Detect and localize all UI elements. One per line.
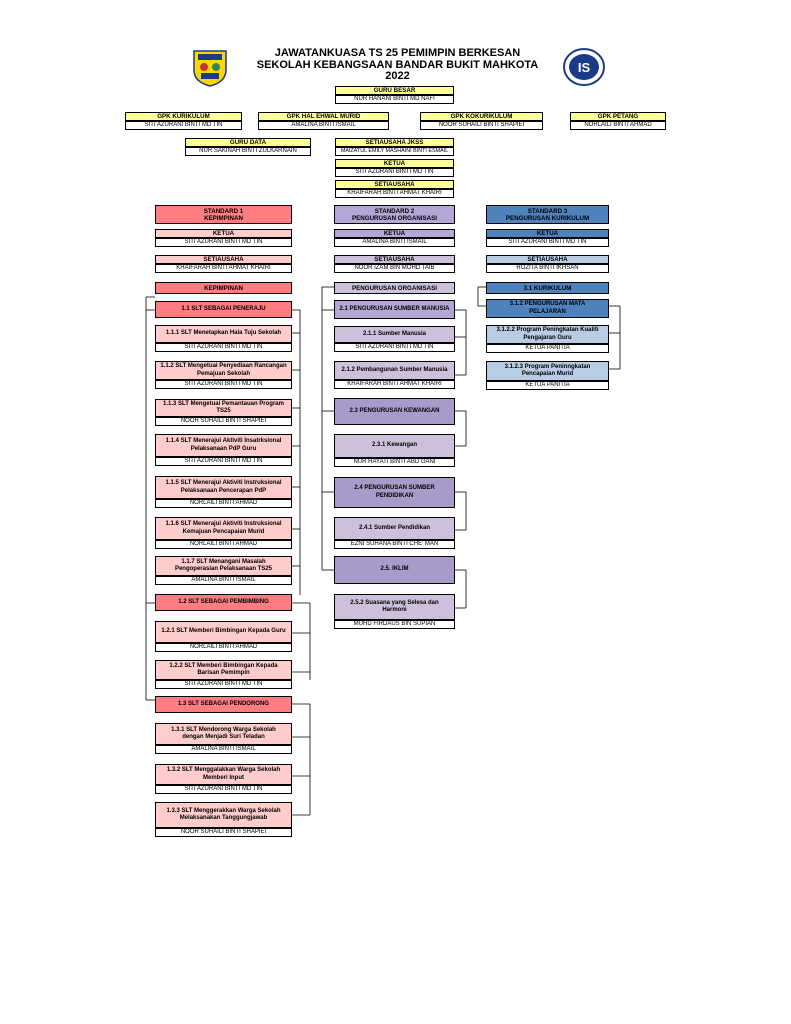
std2-2-3-1: 2.3.1 Kewangan [334, 434, 455, 458]
svg-text:IS: IS [578, 60, 591, 75]
guru-data-role: GURU DATA [185, 138, 311, 147]
std1-1-1-7-name: AMALINA BINTI ISMAIL [155, 576, 292, 585]
setiausaha-jkss-role: SETIAUSAHA JKSS [335, 138, 454, 147]
std2-2-3-1-name: NUR HAYATI BINTI ABD GANI [334, 458, 455, 467]
std1-1-2-2: 1.2.2 SLT Memberi Bimbingan Kepada Baris… [155, 660, 292, 680]
std1-1-3-2: 1.3.2 SLT Menggalakkan Warga Sekolah Mem… [155, 764, 292, 785]
std2-2-1-2-name: KHAIFARAH BINTI AHMAT KHAIRI [334, 380, 455, 389]
std1-1-3-3-name: NOOR SUHAILI BINTI SHAPIEI [155, 828, 292, 837]
std2-setiausaha-name: NOOR IZAM BIN MOHD TAIB [334, 264, 455, 273]
std1-1-1-5-name: NORLAILI BINTI AHMAD [155, 499, 292, 508]
std3-3-1-2-3: 3.1.2.3 Program Peninngkatan Pencapaian … [486, 361, 609, 381]
ministry-logo: IS [563, 48, 605, 86]
setiausaha-name: KHAIFARAH BINTI AHMAT KHAIRI [335, 189, 454, 198]
standard1-title: STANDARD 1 KEPIMPINAN [155, 205, 292, 224]
setiausaha-role: SETIAUSAHA [335, 180, 454, 189]
std2-2-1: 2.1 PENGURUSAN SUMBER MANUSIA [334, 300, 455, 319]
std1-1-3-1: 1.3.1 SLT Mendorong Warga Sekolah dengan… [155, 723, 292, 745]
std1-1-3-3: 1.3.3 SLT Menggerakkan Warga Sekolah Mel… [155, 802, 292, 828]
std1-setiausaha-label: SETIAUSAHA [155, 255, 292, 264]
std3-3-1-2-2: 3.1.2.2 Program Peningkatan Kualiti Peng… [486, 325, 609, 344]
std1-area-kepimpinan: KEPIMPINAN [155, 282, 292, 294]
std2-2-1-2: 2.1.2 Pembangunan Sumber Manusia [334, 361, 455, 380]
std3-3-1-2-3-name: KETUA PANITIA [486, 381, 609, 390]
std1-1-1-3-name: NOOR SUHAILI BINTI SHAPIEI [155, 417, 292, 426]
school-crest-logo [190, 48, 230, 88]
std3-3-1-2-2-name: KETUA PANITIA [486, 344, 609, 353]
title-line2: SEKOLAH KEBANGSAAN BANDAR BUKIT MAHKOTA [256, 58, 539, 71]
ketua-name: SITI AZURANI BINTI MD TIN [335, 168, 454, 177]
std2-ketua-label: KETUA [334, 229, 455, 238]
std1-1-3: 1.3 SLT SEBAGAI PENDORONG [155, 696, 292, 713]
std1-1-1-3: 1.1.3 SLT Mengetuai Pemantauan Program T… [155, 399, 292, 417]
std2-2-5-2: 2.5.2 Suasana yang Selesa dan Harmoni [334, 594, 455, 620]
std1-1-1-6: 1.1.6 SLT Menerajui Aktiviti Instruksion… [155, 517, 292, 540]
std2-2-1-1: 2.1.1 Sumber Manusia [334, 326, 455, 343]
setiausaha-jkss-name: MAIZATUL EMILY MASHAINI BINTI ESMAIL [335, 147, 454, 156]
std2-ketua-name: AMALINA BINTI ISMAIL [334, 238, 455, 247]
std2-2-5: 2.5. IKLIM [334, 556, 455, 584]
std1-1-1: 1.1 SLT SEBAGAI PENERAJU [155, 301, 292, 318]
title-line3: 2022 [385, 70, 410, 82]
std1-ketua-name: SITI AZURANI BINTI MD TIN [155, 238, 292, 247]
ketua-role: KETUA [335, 159, 454, 168]
std2-2-1-1-name: SITI AZURANI BINTI MD TIN [334, 343, 455, 352]
std2-2-3: 2.3 PENGURUSAN KEWANGAN [334, 398, 455, 425]
std1-1-2-2-name: SITI AZURANI BINTI MD TIN [155, 680, 292, 689]
page-title: JAWATANKUASA TS 25 PEMIMPIN BERKESAN SEK… [225, 47, 570, 83]
std1-1-2: 1.2 SLT SEBAGAI PEMBIMBING [155, 594, 292, 611]
std3-setiausaha-name: ROZITA BINTI IKHSAN [486, 264, 609, 273]
guru-data-name: NUR SAKINAH BINTI ZULKARNAIN [185, 147, 311, 156]
gpk-petang-role: GPK PETANG [570, 112, 666, 121]
standard2-title: STANDARD 2 PENGURUSAN ORGANISASI [334, 205, 455, 224]
std1-setiausaha-name: KHAIFARAH BINTI AHMAT KHAIRI [155, 264, 292, 273]
std1-1-1-1-name: SITI AZURANI BINTI MD TIN [155, 343, 292, 352]
guru-besar-role: GURU BESAR [335, 86, 454, 95]
std1-1-2-1-name: NORLAILI BINTI AHMAD [155, 643, 292, 652]
std1-1-3-1-name: AMALINA BINTI ISMAIL [155, 745, 292, 754]
std3-setiausaha-label: SETIAUSAHA [486, 255, 609, 264]
std2-2-4: 2.4 PENGURUSAN SUMBER PENDIDIKAN [334, 477, 455, 508]
std1-1-1-1: 1.1.1 SLT Menetapkan Hala Tuju Sekolah [155, 325, 292, 343]
std2-2-5-2-name: MUHD FIRDAUS BIN SUPIAN [334, 620, 455, 629]
std3-ketua-label: KETUA [486, 229, 609, 238]
std3-3-1-2: 3.1.2 PENGURUSAN MATA PELAJARAN [486, 299, 609, 318]
std1-1-1-5: 1.1.5 SLT Menerajui Aktiviti Instruksion… [155, 476, 292, 499]
std1-1-1-6-name: NORLAILI BINTI AHMAD [155, 540, 292, 549]
gpk-kurikulum-role: GPK KURIKULUM [125, 112, 242, 121]
std2-2-4-1: 2.4.1 Sumber Pendidikan [334, 517, 455, 540]
guru-besar-name: NUR HANANI BINTI MD NAFI [335, 95, 454, 104]
std1-1-3-2-name: SITI AZURANI BINTI MD TIN [155, 785, 292, 794]
std1-1-1-7: 1.1.7 SLT Menangani Masalah Pengoperasia… [155, 556, 292, 576]
gpk-hem-name: AMALINA BINTI ISMAIL [258, 121, 389, 130]
title-line1: JAWATANKUASA TS 25 PEMIMPIN BERKESAN [274, 47, 521, 59]
std1-1-2-1: 1.2.1 SLT Memberi Bimbingan Kepada Guru [155, 621, 292, 643]
std2-area: PENGURUSAN ORGANISASI [334, 282, 455, 294]
gpk-hem-role: GPK HAL EHWAL MURID [258, 112, 389, 121]
gpk-kokurikulum-name: NOOR SUHAILI BINTI SHAPIEI [420, 121, 543, 130]
std1-1-1-2: 1.1.2 SLT Mengetuai Penyediaan Rancangan… [155, 361, 292, 380]
std1-1-1-4: 1.1.4 SLT Menerajui Aktiviti Insatrksion… [155, 434, 292, 457]
gpk-kokurikulum-role: GPK KOKURIKULUM [420, 112, 543, 121]
std1-1-1-4-name: SITI AZURANI BINTI MD TIN [155, 457, 292, 466]
std3-area-kurikulum: 3.1 KURIKULUM [486, 282, 609, 294]
std1-1-1-2-name: SITI AZURANI BINTI MD TIN [155, 380, 292, 389]
std3-ketua-name: SITI AZURANI BINTI MD TIN [486, 238, 609, 247]
gpk-petang-name: NORLAILI BINTI AHMAD [570, 121, 666, 130]
gpk-kurikulum-name: SITI AZURANI BINTI MD TIN [125, 121, 242, 130]
std2-2-4-1-name: EZNI SUHANA BINTI CHE' MAN [334, 540, 455, 549]
std1-ketua-label: KETUA [155, 229, 292, 238]
std2-setiausaha-label: SETIAUSAHA [334, 255, 455, 264]
standard3-title: STANDARD 3 PENGURUSAN KURIKULUM [486, 205, 609, 224]
